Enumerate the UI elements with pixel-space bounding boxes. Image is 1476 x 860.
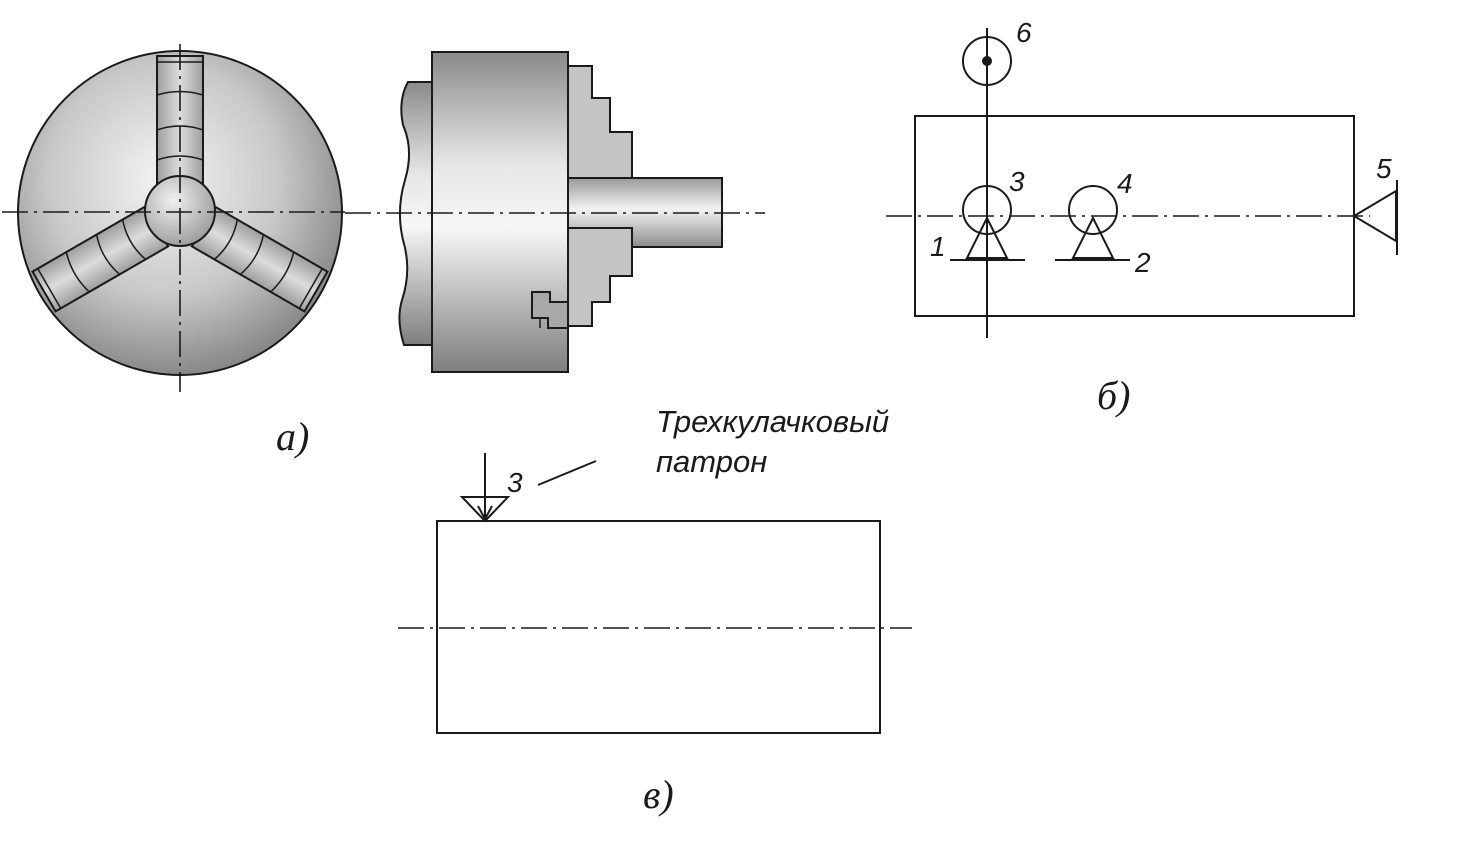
caption-v: в) [643, 772, 674, 817]
label-4: 4 [1117, 168, 1133, 199]
support-6-circle [962, 36, 1012, 86]
spindle-break [398, 81, 433, 346]
chuck-symbol-arrowhead [477, 505, 493, 522]
chuck-front-view [2, 44, 345, 392]
label-3: 3 [1009, 166, 1025, 197]
support-1-triangle [965, 215, 1009, 259]
jaw-tslot [531, 291, 569, 329]
chuck-title-leader [537, 460, 597, 486]
stepped-jaw-bottom [567, 227, 633, 327]
scheme-b: 6 3 4 5 1 2 [886, 17, 1398, 338]
support-2-triangle [1071, 215, 1115, 259]
label-v-3: 3 [507, 467, 523, 498]
support-4-circle [1068, 185, 1118, 235]
stepped-jaw-top [567, 65, 633, 189]
scheme-v-part [436, 520, 881, 734]
label-1: 1 [930, 231, 946, 262]
label-5: 5 [1376, 153, 1392, 184]
chuck-symbol-triangle [459, 496, 511, 523]
caption-b: б) [1097, 373, 1130, 418]
label-6: 6 [1016, 17, 1032, 48]
support-6-dot [982, 56, 992, 66]
scheme-v: 3 [398, 453, 912, 734]
chuck-title-line2: патрон [656, 444, 767, 479]
caption-a: а) [276, 414, 309, 459]
label-2: 2 [1134, 247, 1151, 278]
support-3-circle [962, 185, 1012, 235]
chuck-title-line1: Трехкулачковый [656, 404, 889, 439]
chuck-side-view [345, 51, 765, 373]
chuck-jaw-top [156, 55, 204, 187]
